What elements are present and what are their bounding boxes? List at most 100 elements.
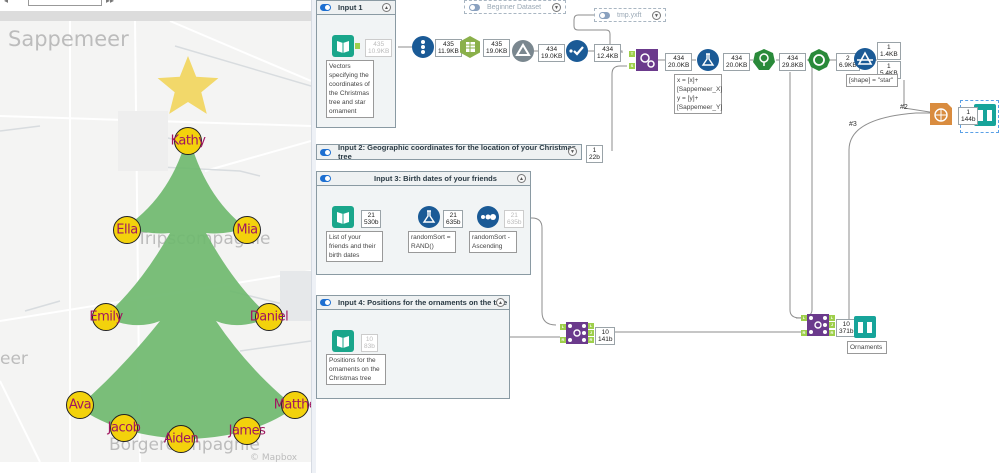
spatial-info-tool[interactable] (753, 49, 775, 71)
panel-splitter[interactable] (311, 0, 316, 473)
connection (903, 80, 937, 114)
map-attribution: © Mapbox (250, 453, 298, 462)
append-source-anchor[interactable]: S (629, 63, 635, 69)
ornament-jacob[interactable]: Jacob (107, 414, 141, 442)
ornament-mia[interactable]: Mia (233, 216, 261, 244)
filter-tool[interactable] (854, 48, 876, 70)
christmas-tree-shape (78, 133, 295, 439)
collapse-button[interactable]: ▲ (517, 174, 526, 183)
ornament-label: Jacob (107, 420, 141, 436)
toggle-icon[interactable] (469, 3, 480, 11)
join-r-output-anchor[interactable]: R (829, 330, 835, 336)
ornament-label: Mia (236, 222, 258, 238)
map-footer (0, 462, 311, 473)
container-header[interactable]: Input 4: Positions for the ornaments on … (317, 296, 509, 310)
map-area (280, 271, 311, 321)
container-input-2[interactable]: Input 2: Geographic coordinates for the … (316, 143, 582, 161)
poly-build-tool[interactable] (512, 40, 534, 62)
container-toggle[interactable] (320, 175, 331, 182)
map-preview-panel: ◂ ▸▸ (0, 0, 311, 473)
container-header[interactable]: Input 3: Birth dates of your friends ▲ (317, 172, 530, 186)
join-l-output-anchor[interactable]: L (829, 315, 835, 321)
formula-tool[interactable] (418, 206, 440, 228)
tmp-yxft-toggle[interactable]: tmp.yxft ▼ (594, 8, 666, 22)
append-target-anchor[interactable]: T (629, 51, 635, 57)
ornament-kathy[interactable]: Kathy (171, 127, 206, 155)
ornament-aiden[interactable]: Aiden (164, 425, 199, 453)
join-tool[interactable] (807, 314, 829, 336)
join-tool[interactable] (566, 322, 588, 344)
container-toggle[interactable] (320, 299, 331, 306)
formula-annotation: x = [x]+ [Sappemeer_X] y = [y]+ [Sappeme… (674, 74, 722, 114)
join-left-anchor[interactable]: L (801, 315, 807, 321)
collapse-button[interactable]: ▼ (568, 147, 577, 156)
ornament-ella[interactable]: Ella (113, 216, 141, 244)
sort-tool[interactable] (477, 206, 499, 228)
container-header[interactable]: Input 1 ▲ (317, 1, 395, 15)
ornament-daniel[interactable]: Daniel (250, 303, 289, 331)
connection-label-3: #3 (849, 121, 857, 128)
browse-tool[interactable] (854, 316, 876, 338)
container-toggle[interactable] (320, 148, 331, 156)
render-tool[interactable] (930, 103, 952, 125)
join-r-output-anchor[interactable]: R (588, 337, 594, 343)
map-street (139, 165, 261, 177)
prev-page-icon[interactable]: ◂ (4, 0, 9, 5)
join-j-output-anchor[interactable]: J (829, 322, 835, 328)
star-ornament (157, 56, 219, 114)
join-right-anchor[interactable]: R (801, 330, 807, 336)
browse-annotation: Ornaments (847, 341, 887, 354)
join-j-output-anchor[interactable]: J (588, 330, 594, 336)
filter-annotation: [shape] = "star" (846, 74, 898, 87)
join-l-output-anchor[interactable]: L (588, 323, 594, 329)
text-to-columns-tool[interactable] (459, 36, 481, 58)
connection (789, 72, 806, 319)
browse-tool[interactable] (974, 104, 996, 126)
map-street (174, 45, 311, 87)
formula-tool[interactable] (697, 49, 719, 71)
input-data-tool[interactable] (332, 330, 354, 352)
christmas-tree-layer (78, 56, 295, 439)
collapse-button[interactable]: ▼ (652, 11, 661, 20)
beginner-dataset-toggle[interactable]: Beginner Dataset ▼ (464, 0, 566, 14)
map-road (204, 140, 311, 172)
join-right-anchor[interactable]: R (560, 337, 566, 343)
container-header[interactable]: Input 2: Geographic coordinates for the … (317, 143, 581, 161)
ornament-matthe[interactable]: Matthe (274, 391, 311, 419)
collapse-button[interactable]: ▲ (382, 3, 391, 12)
map-street (239, 340, 311, 352)
container-title: Input 4: Positions for the ornaments on … (338, 298, 508, 307)
join-left-anchor[interactable]: L (560, 324, 566, 330)
map-area (118, 111, 168, 171)
page-input[interactable] (28, 0, 102, 6)
record-id-tool[interactable] (412, 36, 434, 58)
tool-annotation: Vectors specifying the coordinates of th… (326, 60, 374, 118)
ornament-emily[interactable]: Emily (89, 303, 123, 331)
place-label-eer: eer (0, 349, 28, 369)
summarize-tool[interactable] (808, 49, 830, 71)
map-canvas[interactable]: Sappemeer Tripscompagnie eer Borgercompa… (0, 21, 311, 462)
map-street (24, 300, 61, 312)
check-tool[interactable] (566, 40, 588, 62)
toggle-icon[interactable] (599, 11, 610, 19)
ornament-label: Ella (116, 222, 138, 238)
append-fields-tool[interactable] (636, 49, 658, 71)
input-data-tool[interactable] (332, 35, 354, 57)
ornament-ava[interactable]: Ava (66, 391, 94, 419)
output-anchor[interactable] (355, 43, 360, 49)
collapse-button[interactable]: ▼ (552, 3, 561, 12)
input-data-tool[interactable] (332, 206, 354, 228)
next-page-icon[interactable]: ▸▸ (106, 0, 115, 5)
ornament-james[interactable]: James (229, 417, 266, 445)
container-toggle[interactable] (320, 4, 331, 11)
collapse-button[interactable]: ▲ (496, 298, 505, 307)
